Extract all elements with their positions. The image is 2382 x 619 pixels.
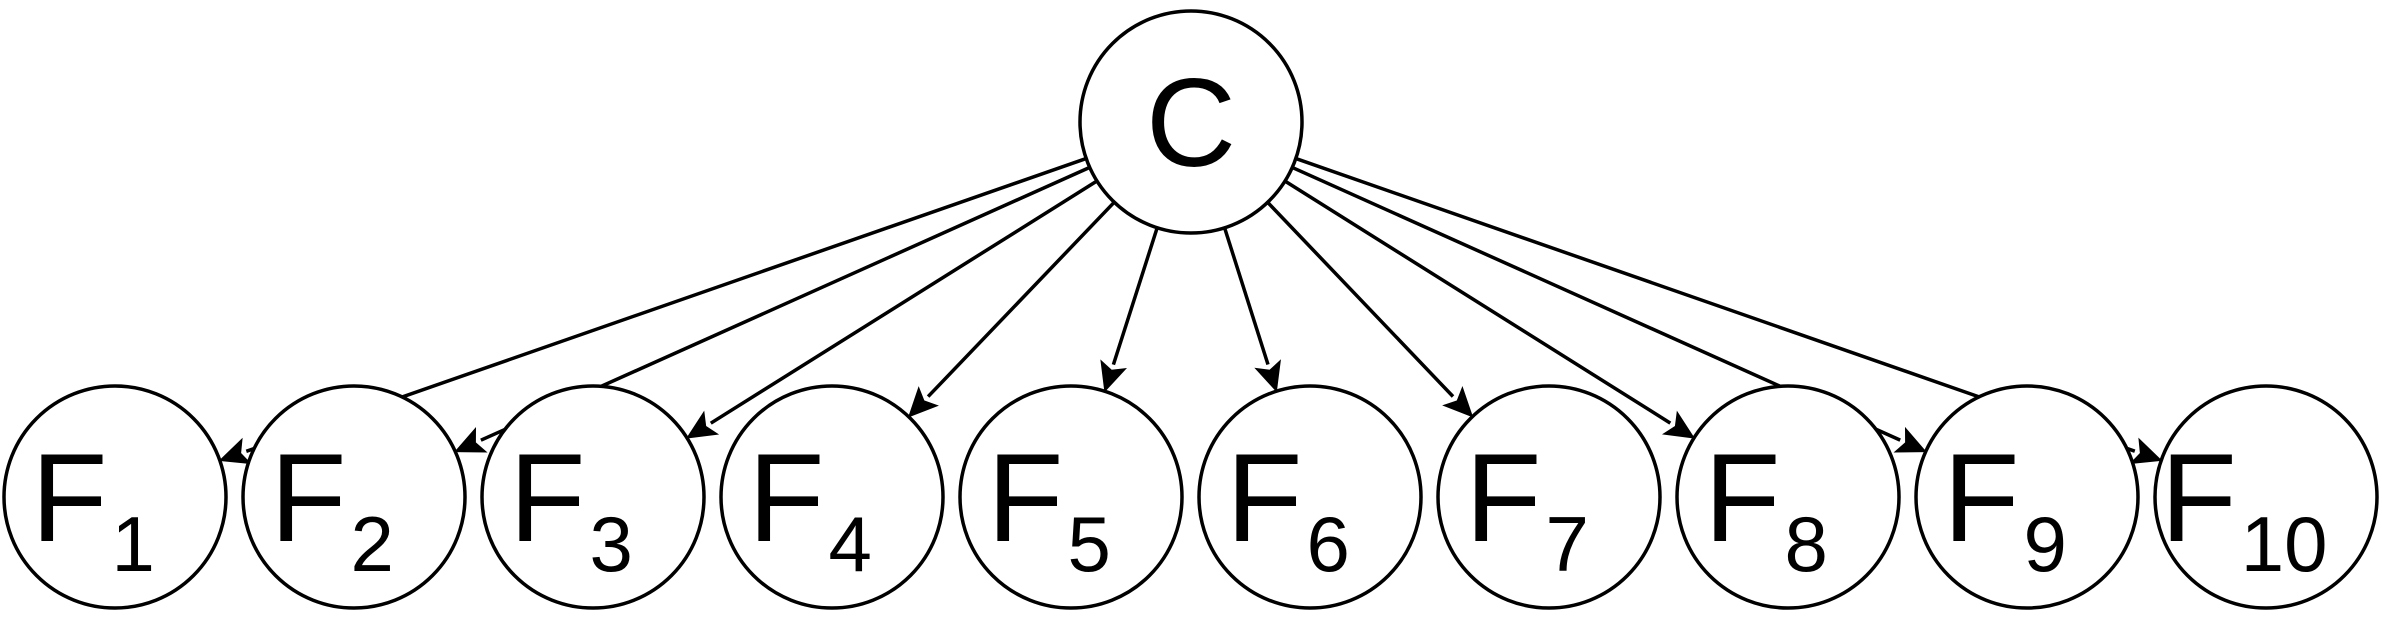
node-f5: F5 [958,384,1184,610]
node-label-subscript: 7 [1545,500,1588,588]
node-circle [1078,9,1304,235]
node-circle [241,384,467,610]
node-f8: F8 [1675,384,1901,610]
node-circle [719,384,945,610]
node-label-subscript: 10 [2241,500,2328,588]
node-f2: F2 [241,384,467,610]
node-label-main: F [2160,429,2236,568]
node-label-main: F [31,429,107,568]
node-label-main: F [987,429,1063,568]
node-label: C [1146,54,1236,193]
node-label-main: F [748,429,824,568]
node-label: F4 [748,429,872,588]
node-f9: F9 [1914,384,2140,610]
node-label-subscript: 4 [828,500,871,588]
arrowhead-f3 [685,410,720,439]
node-circle [1914,384,2140,610]
node-label-main: F [1704,429,1780,568]
node-label: F8 [1704,429,1828,588]
node-label-main: F [270,429,346,568]
node-label: F5 [987,429,1111,588]
node-label-subscript: 3 [589,500,632,588]
node-label-main: F [1226,429,1302,568]
node-circle [480,384,706,610]
node-f4: F4 [719,384,945,610]
node-label: F7 [1465,429,1589,588]
node-label-subscript: 1 [111,500,154,588]
node-circle [2153,384,2379,610]
edge-c-f4 [926,196,1120,398]
node-label: F1 [31,429,155,588]
node-label-main: F [1465,429,1541,568]
node-f3: F3 [480,384,706,610]
node-f6: F6 [1197,384,1423,610]
arrowhead-f2 [454,426,488,453]
node-circle [958,384,1184,610]
node-label: F6 [1226,429,1350,588]
node-circle [1436,384,1662,610]
node-circle [1675,384,1901,610]
edge-c-f6 [1221,221,1270,366]
arrowhead-f4 [907,386,939,418]
arrowhead-f10 [2129,437,2163,465]
node-f7: F7 [1436,384,1662,610]
node-label-main: F [1943,429,2019,568]
node-label: F3 [509,429,633,588]
edge-c-f8 [1279,176,1672,425]
node-circle [1197,384,1423,610]
arrowhead-f8 [1661,410,1696,439]
node-root-c: C [1078,9,1304,235]
arrowhead-f1 [218,437,252,465]
node-label: F9 [1943,429,2067,588]
arrowhead-f6 [1254,359,1281,393]
node-f1: F1 [2,384,228,610]
node-f10: F10 [2153,384,2379,610]
arrowhead-f5 [1100,359,1127,393]
edge-c-f5 [1111,221,1161,366]
node-label-main: F [509,429,585,568]
node-label: F2 [270,429,394,588]
node-label-subscript: 6 [1306,500,1349,588]
node-label-subscript: 9 [2023,500,2066,588]
node-label-subscript: 2 [350,500,393,588]
arrowhead-f7 [1442,386,1474,418]
node-label-subscript: 5 [1067,500,1110,588]
node-circle [2,384,228,610]
edge-c-f3 [709,176,1103,425]
node-label-subscript: 8 [1784,500,1827,588]
edge-c-f7 [1262,197,1455,398]
node-label: F10 [2160,429,2327,588]
arrowhead-f9 [1893,426,1927,453]
